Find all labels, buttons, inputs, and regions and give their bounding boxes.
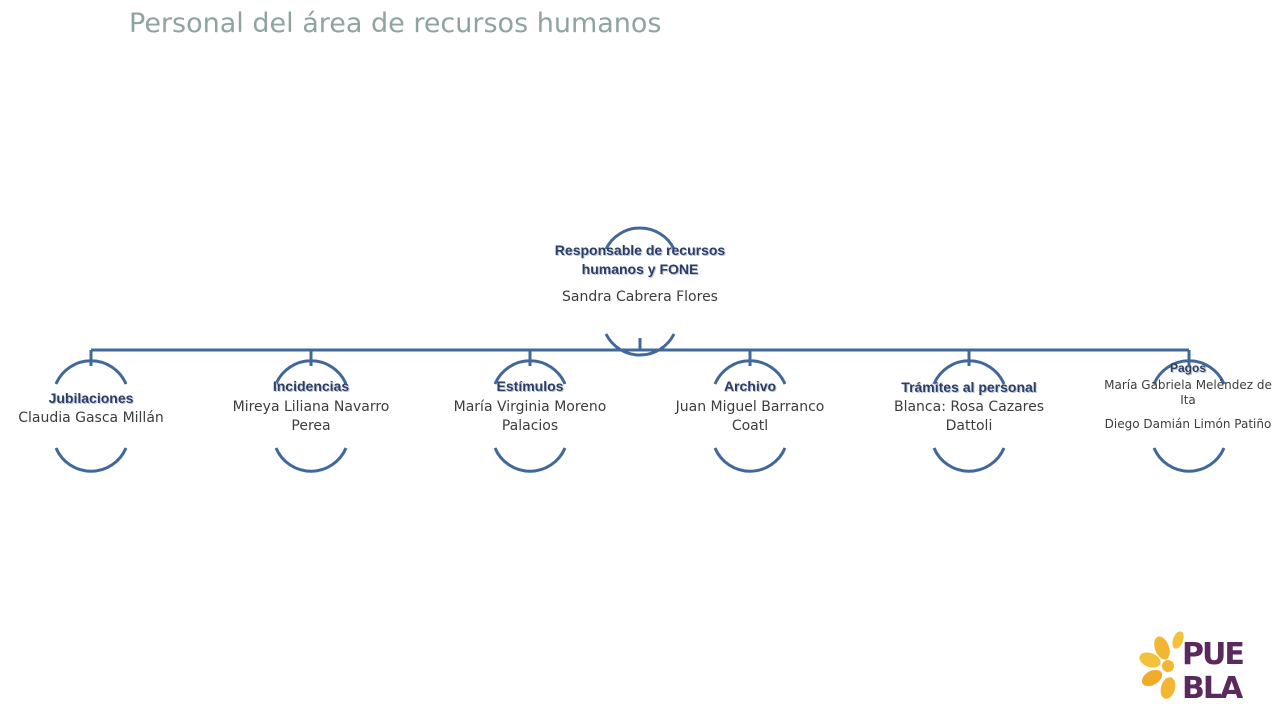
child-4-top-arc	[713, 359, 787, 385]
child-node-jubilaciones: Jubilaciones Claudia Gasca Millán	[1, 390, 181, 426]
child-2-top-arc	[274, 359, 348, 385]
child-person: Blanca: Rosa Cazares Dattoli	[893, 399, 1044, 434]
root-bottom-arc	[604, 333, 676, 357]
child-1-top-arc	[54, 359, 128, 385]
child-person: Claudia Gasca Millán	[18, 410, 164, 426]
child-role: Trámites al personal	[901, 379, 1037, 395]
flower-icon	[1139, 631, 1184, 699]
child-node-tramites: Trámites al personal Blanca: Rosa Cazare…	[874, 379, 1064, 436]
child-6-bottom-arc	[1152, 447, 1226, 473]
page-title: Personal del área de recursos humanos	[129, 8, 662, 39]
child-6-top-arc	[1152, 359, 1226, 385]
root-role: Responsable de recursos humanos y FONE	[554, 242, 726, 277]
child-node-archivo: Archivo Juan Miguel Barranco Coatl	[660, 378, 840, 436]
child-5-top-arc	[932, 359, 1006, 385]
child-person: Juan Miguel Barranco Coatl	[675, 399, 825, 434]
child-5-bottom-arc	[932, 447, 1006, 473]
child-node-incidencias: Incidencias Mireya Liliana Navarro Perea	[221, 378, 401, 436]
child-role: Pagos	[1169, 361, 1206, 375]
child-role: Estímulos	[496, 378, 564, 394]
logo-text-top: PUE	[1182, 637, 1243, 672]
child-role: Incidencias	[272, 378, 350, 394]
child-2-bottom-arc	[274, 447, 348, 473]
child-person: María Gabriela Meléndez de Ita	[1104, 378, 1272, 407]
child-3-bottom-arc	[493, 447, 567, 473]
logo-text-bottom: BLA	[1182, 671, 1244, 704]
puebla-flower-logo: PUE BLA	[1139, 631, 1246, 704]
child-role: Jubilaciones	[48, 390, 134, 406]
root-node: Responsable de recursos humanos y FONE S…	[540, 241, 740, 305]
child-3-top-arc	[493, 359, 567, 385]
child-person: Diego Damián Limón Patiño	[1104, 417, 1272, 431]
child-person: María Virginia Moreno Palacios	[453, 399, 607, 434]
root-person: Sandra Cabrera Flores	[562, 289, 718, 305]
child-4-bottom-arc	[713, 447, 787, 473]
child-node-pagos: Pagos María Gabriela Meléndez de Ita Die…	[1097, 361, 1279, 431]
root-top-arc	[604, 226, 676, 250]
child-role: Archivo	[723, 378, 777, 394]
child-1-bottom-arc	[54, 447, 128, 473]
child-person: Mireya Liliana Navarro Perea	[232, 399, 390, 434]
child-node-estimulos: Estímulos María Virginia Moreno Palacios	[440, 378, 620, 436]
